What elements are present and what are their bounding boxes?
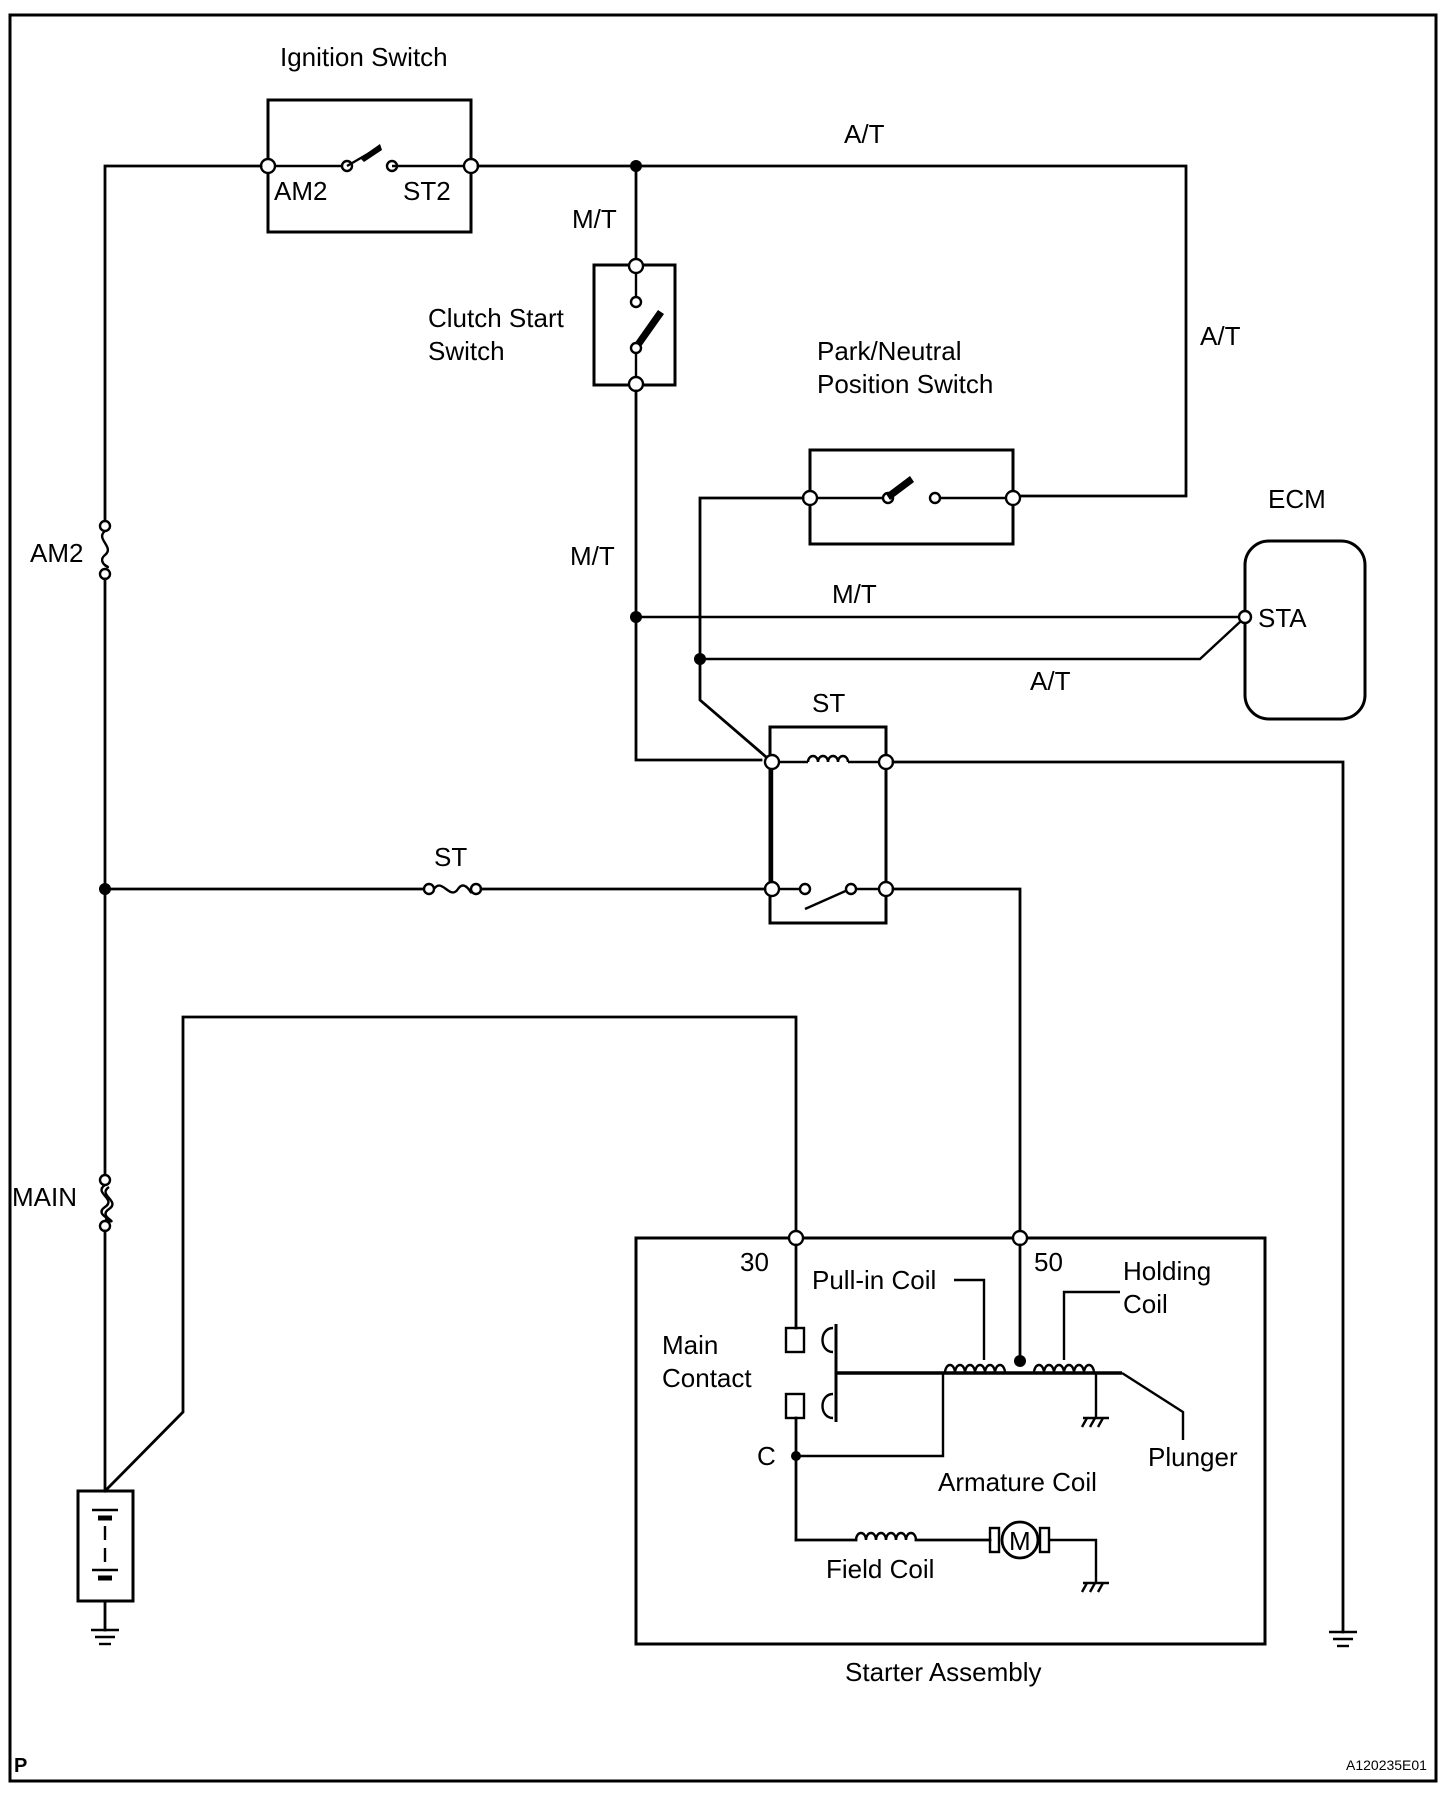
st-fuse-label: ST [434, 842, 467, 872]
st-relay-box [768, 725, 888, 925]
ignition-switch-label: Ignition Switch [280, 42, 448, 72]
terminal-50 [1011, 1229, 1029, 1247]
armature-coil-label: Armature Coil [938, 1467, 1097, 1497]
at-top-label: A/T [844, 119, 885, 149]
terminal-30 [787, 1229, 805, 1247]
battery-box [76, 1489, 135, 1603]
sta-terminal-label: STA [1258, 603, 1307, 633]
at-ecm-label: A/T [1030, 666, 1071, 696]
holding-coil-icon [1032, 1363, 1096, 1374]
mt-upper-label: M/T [572, 204, 617, 234]
pull-in-coil-icon [943, 1363, 1007, 1374]
figure-code-label: A120235E01 [1346, 1757, 1427, 1773]
main-contact-label-2: Contact [662, 1363, 752, 1393]
main-contact-disc-lower [821, 1392, 834, 1420]
ground-icon-right [1329, 1630, 1357, 1648]
main-contact-disc-upper [821, 1326, 834, 1354]
main-fuse-label: MAIN [12, 1182, 77, 1212]
pull-in-coil-label: Pull-in Coil [812, 1265, 936, 1295]
st2-terminal-label: ST2 [403, 176, 451, 206]
ignition-switch-contact-icon [360, 144, 382, 162]
mt-ecm-label: M/T [832, 579, 877, 609]
terminal-50-label: 50 [1034, 1247, 1063, 1277]
st-fuse-icon [433, 884, 473, 894]
terminal-c-label: C [757, 1441, 776, 1471]
at-right-label: A/T [1200, 321, 1241, 351]
st2-terminal [462, 157, 480, 175]
park-neutral-label-1: Park/Neutral [817, 336, 962, 366]
motor-icon: M [988, 1520, 1051, 1560]
field-coil-label: Field Coil [826, 1554, 934, 1584]
pnp-switch-contact-icon [886, 476, 914, 500]
starter-assembly-box [634, 1236, 1267, 1646]
battery-icon [92, 1508, 118, 1581]
plunger-label: Plunger [1148, 1442, 1238, 1472]
corner-p-label: P [14, 1755, 27, 1777]
motor-label: M [1009, 1526, 1031, 1556]
am2-fuse-icon [100, 530, 110, 569]
starter-assembly-label: Starter Assembly [845, 1657, 1042, 1687]
main-contact-label-1: Main [662, 1330, 718, 1360]
am2-terminal-label: AM2 [274, 176, 327, 206]
clutch-start-switch-label-1: Clutch Start [428, 303, 565, 333]
holding-coil-label-1: Holding [1123, 1256, 1211, 1286]
ground-icon-battery [91, 1628, 119, 1646]
am2-terminal [259, 157, 277, 175]
ground-icon-motor [1080, 1581, 1109, 1593]
field-coil-icon [854, 1531, 918, 1541]
st-relay-coil-icon [806, 754, 850, 763]
ecm-label: ECM [1268, 484, 1326, 514]
clutch-switch-contact-icon [634, 310, 664, 348]
main-contact-lower [784, 1392, 806, 1420]
mt-lower-label: M/T [570, 541, 615, 571]
am2-fuse-label: AM2 [30, 538, 83, 568]
park-neutral-label-2: Position Switch [817, 369, 993, 399]
clutch-start-switch-label-2: Switch [428, 336, 505, 366]
ecm-box [1243, 539, 1367, 721]
main-contact-upper [784, 1326, 806, 1354]
holding-coil-label-2: Coil [1123, 1289, 1168, 1319]
ground-icon-holding-coil [1080, 1416, 1109, 1428]
terminal-30-label: 30 [740, 1247, 769, 1277]
st-relay-label: ST [812, 688, 845, 718]
outer-frame [8, 13, 1438, 1783]
clutch-start-switch-box [592, 263, 677, 387]
